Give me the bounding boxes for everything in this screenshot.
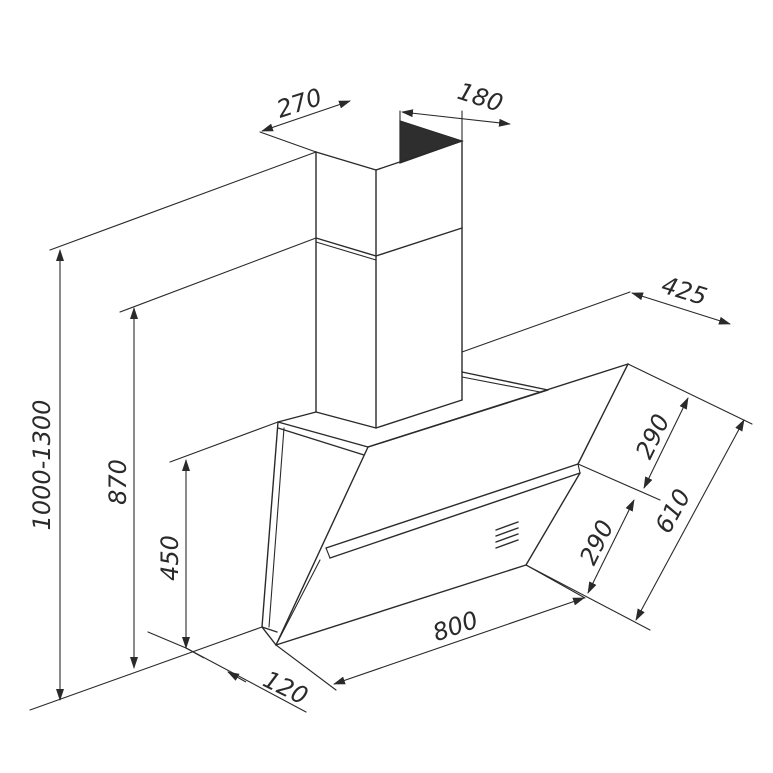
- duct-opening: [399, 120, 464, 164]
- hood-left-side-inner: [268, 427, 285, 628]
- control-bar-top: [325, 463, 579, 549]
- dim-line-180: [401, 109, 511, 127]
- lower-panel-left-edge: [275, 559, 321, 646]
- hood-back-cover: [367, 371, 549, 448]
- glass-panel-right: [577, 363, 629, 465]
- extension-lines: [29, 110, 753, 713]
- chimney-bottom: [315, 399, 463, 429]
- hood-top-trim-lower: [277, 427, 365, 456]
- dim-line-290-lower: [587, 499, 635, 594]
- label-120: 120: [259, 665, 312, 710]
- lower-panel-bottom: [275, 564, 527, 646]
- glass-panel-top: [367, 363, 629, 448]
- hood-top-cover: [277, 411, 317, 423]
- dim-line-120-b: [185, 647, 205, 659]
- control-button: [495, 539, 519, 549]
- dimension-lines: [56, 100, 745, 701]
- control-buttons: [495, 521, 519, 549]
- lower-panel-right: [525, 472, 581, 566]
- control-button: [495, 533, 519, 543]
- dim-line-610: [635, 419, 745, 621]
- glass-panel-left: [275, 446, 369, 646]
- dim-line-800: [333, 597, 585, 685]
- chimney-joint-shade: [315, 241, 377, 261]
- dim-line-120: [227, 671, 247, 683]
- dim-line-425: [631, 292, 731, 325]
- control-bar-end-left: [325, 547, 331, 559]
- hood-back-cover-edge: [461, 376, 541, 393]
- label-800: 800: [429, 606, 481, 647]
- label-270: 270: [273, 83, 325, 124]
- label-1000-1300: 1000-1300: [28, 400, 56, 531]
- label-870: 870: [104, 459, 132, 505]
- dim-line-270: [261, 100, 351, 132]
- hood-top-trim: [277, 421, 369, 448]
- hood-bottom-edge: [261, 626, 277, 646]
- label-425: 425: [658, 271, 710, 311]
- hood-left-side: [261, 421, 279, 633]
- label-450: 450: [156, 535, 184, 581]
- control-bar-end-right: [577, 463, 581, 474]
- control-button: [495, 527, 519, 537]
- chimney-joint: [315, 227, 463, 257]
- label-610: 610: [650, 484, 697, 538]
- control-button: [495, 521, 519, 531]
- chimney: [315, 120, 464, 429]
- control-bar-bottom: [329, 472, 581, 559]
